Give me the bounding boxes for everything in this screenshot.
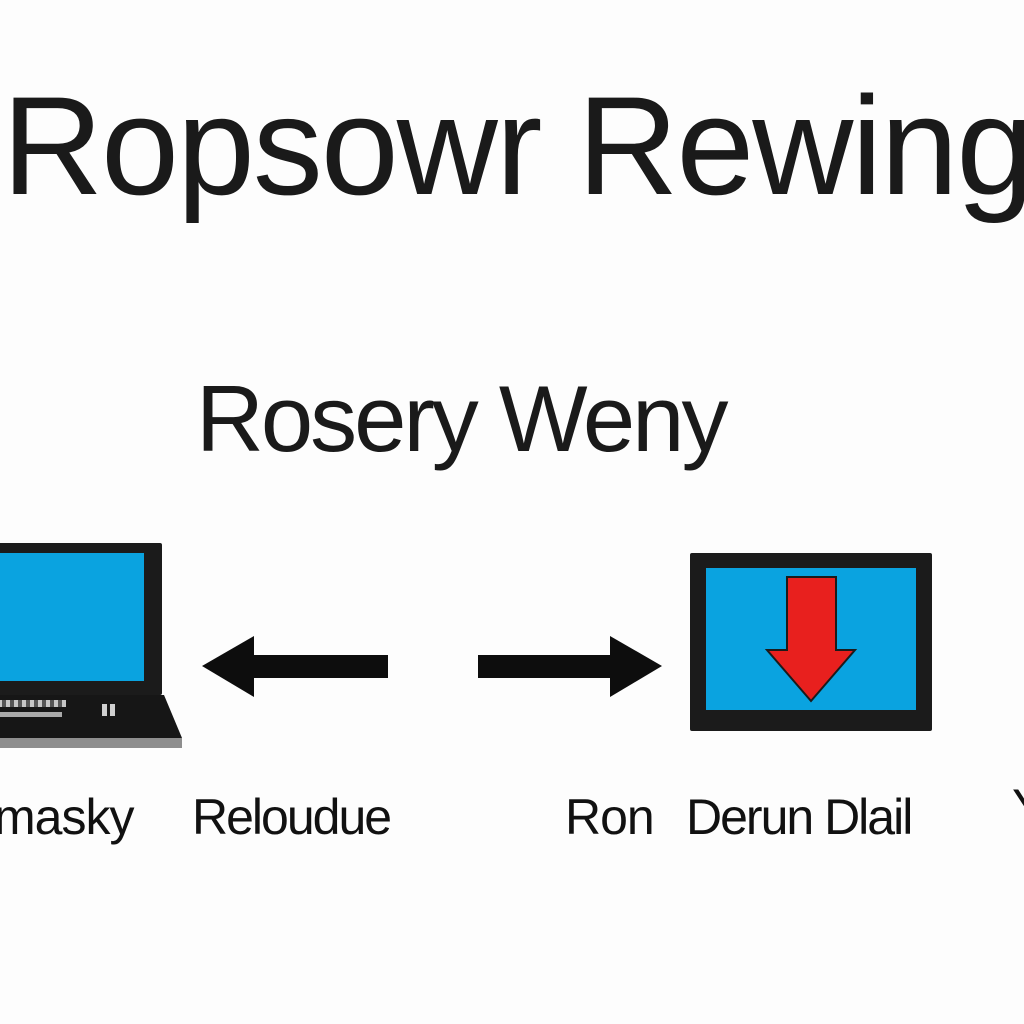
laptop-icon bbox=[0, 543, 182, 748]
edge-text-fragment: Y bbox=[1012, 782, 1024, 832]
laptop-screen bbox=[0, 553, 144, 681]
right-device-caption-1: Ron bbox=[565, 789, 655, 845]
main-title: Ropsowr Rewing bbox=[2, 67, 1024, 224]
download-arrow-icon bbox=[764, 576, 858, 703]
subtitle: Rosery Weny bbox=[196, 366, 728, 471]
laptop-keyboard bbox=[0, 700, 115, 717]
laptop-base-edge bbox=[0, 738, 182, 748]
left-device-caption-2: Reloudue bbox=[192, 789, 392, 845]
arrow-right-icon bbox=[478, 636, 662, 697]
monitor-icon bbox=[690, 553, 932, 731]
left-device-caption-1: masky bbox=[0, 789, 134, 845]
right-device-caption-2: Derun Dlail bbox=[686, 789, 913, 845]
arrow-left-icon bbox=[202, 636, 388, 697]
